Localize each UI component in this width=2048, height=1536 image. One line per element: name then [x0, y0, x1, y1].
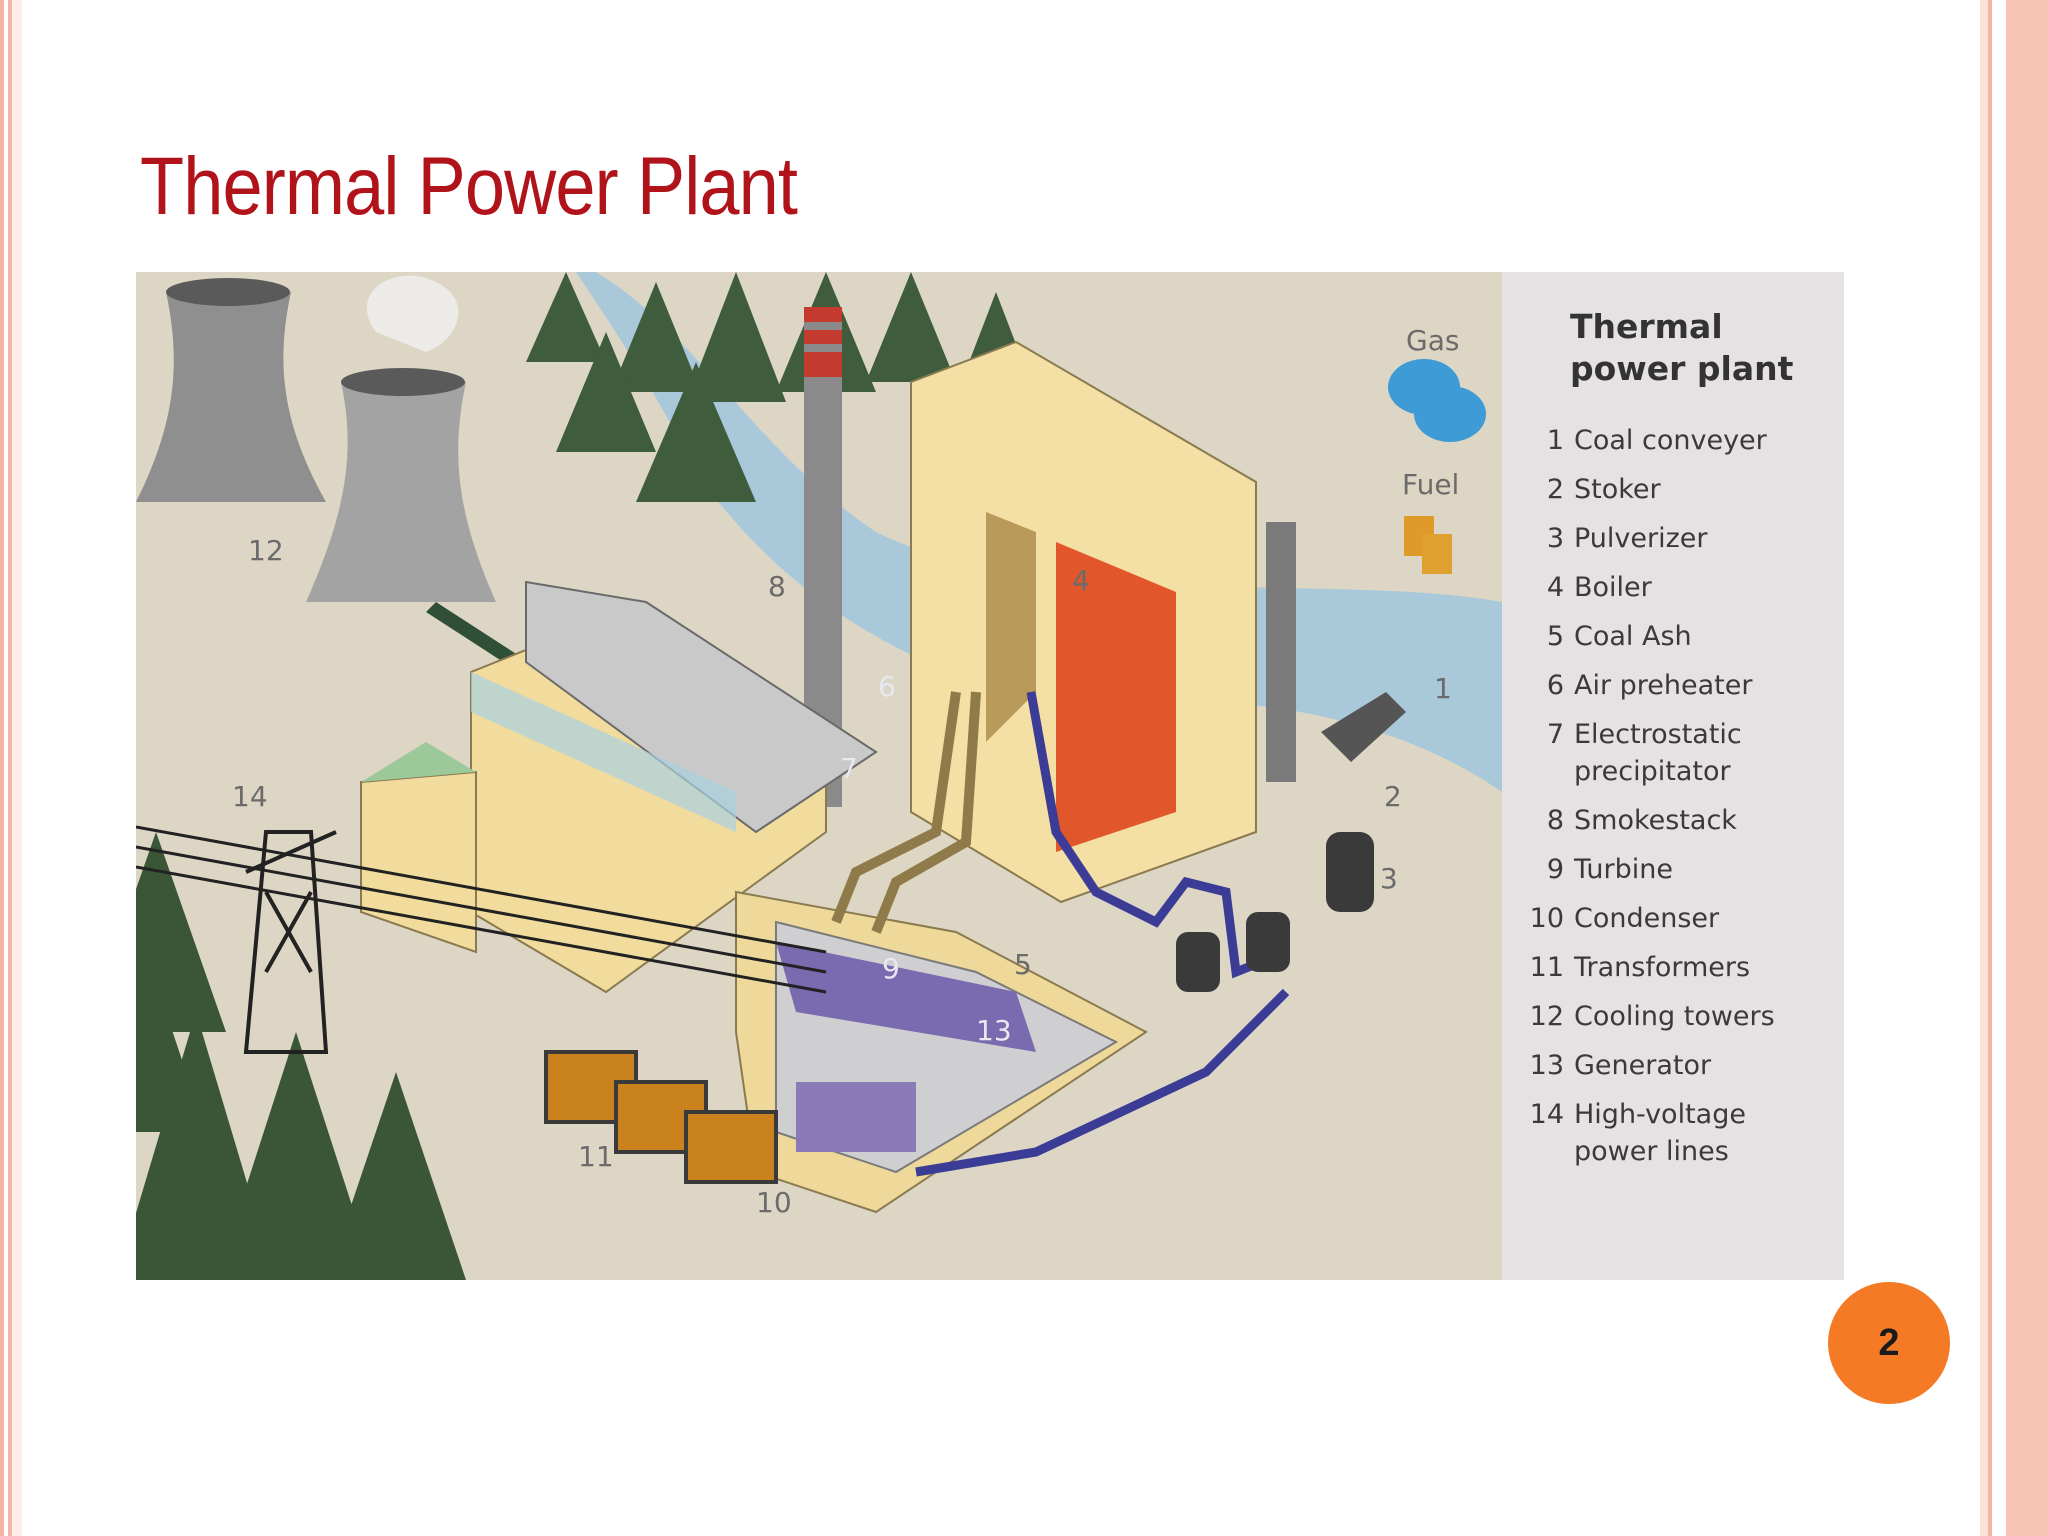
legend-item-number: 6 — [1520, 667, 1574, 704]
legend-item-number: 1 — [1520, 422, 1574, 459]
legend-item-label: Transformers — [1574, 949, 1750, 986]
callout-6: 6 — [878, 670, 896, 703]
gas-label: Gas — [1406, 324, 1459, 357]
callout-14: 14 — [232, 780, 268, 813]
legend-item-label: High-voltage power lines — [1574, 1096, 1746, 1170]
legend-item-number: 11 — [1520, 949, 1574, 986]
legend-item-number: 9 — [1520, 851, 1574, 888]
legend-item-label: Condenser — [1574, 900, 1719, 937]
thermal-plant-diagram: 12 14 8 4 1 2 3 6 7 5 9 13 11 10 Gas Fue… — [136, 272, 1844, 1280]
slide-frame-right — [1980, 0, 2048, 1536]
legend-item-label: Electrostatic precipitator — [1574, 716, 1742, 790]
legend-item-label: Smokestack — [1574, 802, 1737, 839]
legend-item-label: Air preheater — [1574, 667, 1752, 704]
callout-5: 5 — [1014, 948, 1032, 981]
callout-2: 2 — [1384, 780, 1402, 813]
legend-item-label: Boiler — [1574, 569, 1652, 606]
legend-item-label: Coal Ash — [1574, 618, 1692, 655]
callout-11: 11 — [578, 1140, 614, 1173]
legend-item-number: 10 — [1520, 900, 1574, 937]
page-number-badge: 2 — [1828, 1282, 1950, 1404]
legend-item-number: 2 — [1520, 471, 1574, 508]
legend-item-label: Cooling towers — [1574, 998, 1775, 1035]
plant-illustration — [136, 272, 1502, 1280]
callout-7: 7 — [840, 752, 858, 785]
legend-item-label: Generator — [1574, 1047, 1711, 1084]
callout-13: 13 — [976, 1014, 1012, 1047]
callout-8: 8 — [768, 570, 786, 603]
callout-3: 3 — [1380, 862, 1398, 895]
slide-title: Thermal Power Plant — [140, 140, 797, 234]
legend-item-number: 12 — [1520, 998, 1574, 1035]
callout-4: 4 — [1072, 564, 1090, 597]
legend-item-number: 14 — [1520, 1096, 1574, 1170]
fuel-label: Fuel — [1402, 468, 1459, 501]
legend-item-label: Stoker — [1574, 471, 1661, 508]
callout-9: 9 — [882, 952, 900, 985]
callout-1: 1 — [1434, 672, 1452, 705]
legend-item-label: Turbine — [1574, 851, 1673, 888]
legend-item-number: 7 — [1520, 716, 1574, 790]
callout-10: 10 — [756, 1186, 792, 1219]
legend-item-label: Pulverizer — [1574, 520, 1708, 557]
legend-item-number: 3 — [1520, 520, 1574, 557]
slide-frame-left — [0, 0, 22, 1536]
legend-item-number: 13 — [1520, 1047, 1574, 1084]
legend-item-label: Coal conveyer — [1574, 422, 1767, 459]
legend-item-number: 8 — [1520, 802, 1574, 839]
legend-item-number: 5 — [1520, 618, 1574, 655]
legend-item-number: 4 — [1520, 569, 1574, 606]
callout-12: 12 — [248, 534, 284, 567]
legend-title: Thermal power plant — [1570, 306, 1793, 390]
